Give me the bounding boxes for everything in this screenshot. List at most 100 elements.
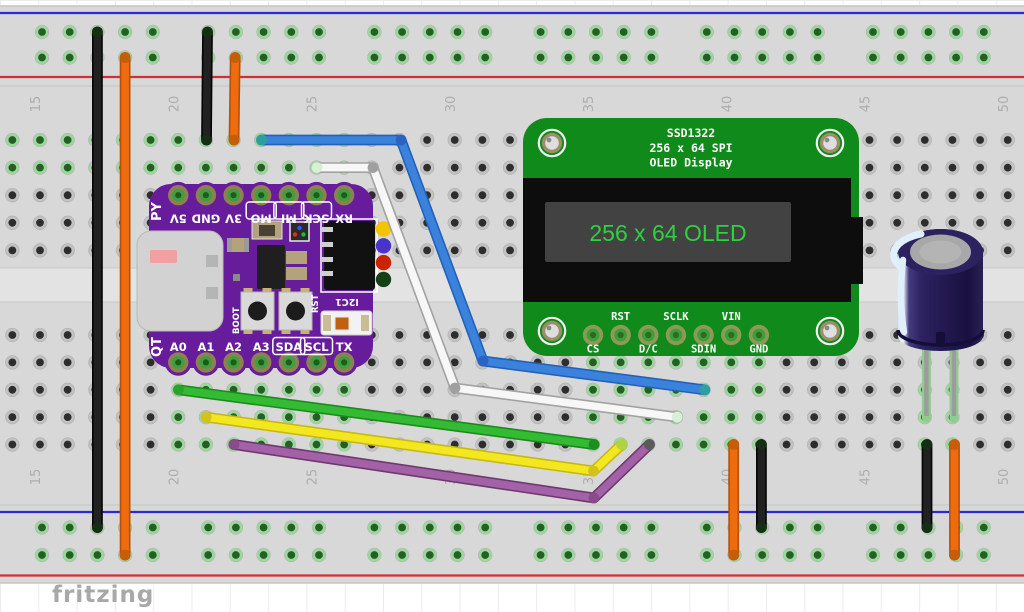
power-rail-hole <box>949 25 963 39</box>
wire-gnd-to-rail[interactable] <box>756 439 767 533</box>
breadboard-hole <box>893 163 902 172</box>
breadboard-hole <box>865 191 874 200</box>
power-rail-hole <box>395 50 409 64</box>
qtpy-pin-label: 5V <box>170 212 187 226</box>
wire-core <box>230 53 239 144</box>
wire-endpoint <box>644 439 655 450</box>
oled-pin-label: GND <box>749 344 768 356</box>
breadboard-hole <box>697 437 711 451</box>
wire-3v-jumper[interactable] <box>228 52 241 146</box>
breadboard-hole <box>63 440 72 449</box>
wire-sck-to-sclk[interactable] <box>311 162 683 423</box>
status-led-die <box>334 316 350 331</box>
wire-mosi-to-sdin[interactable] <box>256 134 711 396</box>
breadboard-hole <box>8 246 17 255</box>
breadboard-hole <box>450 163 459 172</box>
wire-gnd-jumper[interactable] <box>201 26 213 146</box>
breadboard-hole <box>586 383 600 397</box>
boot-button[interactable] <box>240 288 275 334</box>
oled-pin-label: CS <box>587 344 600 356</box>
wire-cap-neg-rail[interactable] <box>921 439 933 533</box>
power-rail-hole <box>423 548 437 562</box>
inductor-core <box>259 225 275 236</box>
pin-pad <box>672 331 680 339</box>
column-label: 50 <box>997 96 1012 113</box>
pin-pad <box>589 331 597 339</box>
wire-endpoint <box>311 162 323 174</box>
breadboard-hole <box>63 385 72 394</box>
stemma-qt-outline <box>320 218 378 293</box>
breadboard-hole <box>893 136 902 144</box>
power-rail-hole <box>146 548 160 562</box>
wire-a1-to-rst[interactable] <box>200 411 628 477</box>
breadboard-hole <box>450 191 459 200</box>
power-rail-hole <box>257 25 271 39</box>
usb-c-slot <box>206 255 218 267</box>
qtpy-pin-label: SCK <box>303 212 330 226</box>
breadboard-hole <box>810 440 819 449</box>
breadboard-hole <box>865 218 874 227</box>
rst-label: RST <box>311 294 321 313</box>
power-rail-hole <box>367 50 381 64</box>
power-rail-hole <box>35 50 49 64</box>
breadboard-hole <box>36 413 44 421</box>
power-rail-hole <box>90 548 104 562</box>
status-led-end <box>323 315 331 331</box>
breadboard-hole <box>146 413 155 421</box>
breadboard-hole <box>865 136 874 144</box>
oled-pin-label: RST <box>611 311 630 323</box>
breadboard-hole <box>669 355 683 369</box>
power-rail-hole <box>312 25 326 39</box>
power-rail-hole <box>63 50 77 64</box>
usb-c-pin <box>150 250 177 263</box>
breadboard-hole <box>752 410 766 424</box>
breadboard-hole <box>171 161 185 175</box>
power-rail-hole <box>257 520 271 534</box>
mounting-screw <box>823 324 837 338</box>
breadboard-hole <box>282 410 296 424</box>
power-rail-hole <box>312 548 326 562</box>
column-label: 25 <box>306 96 321 113</box>
mounting-screw <box>537 128 567 158</box>
power-rail-hole <box>589 520 603 534</box>
breadboard-hole <box>395 191 404 200</box>
pin-pad <box>285 359 292 366</box>
qtpy-pin-label: A2 <box>225 340 242 354</box>
breadboard-hole <box>586 355 600 369</box>
breadboard-hole <box>724 383 738 397</box>
breadboard-hole <box>752 383 766 397</box>
reset-button[interactable] <box>278 288 313 334</box>
electrolytic-capacitor[interactable] <box>890 229 985 423</box>
breadboard-hole <box>976 191 984 200</box>
rgb-led-red-dot <box>292 232 298 237</box>
breadboard-hole <box>506 440 514 449</box>
breadboard-hole <box>586 410 600 424</box>
power-rail-hole <box>450 548 464 562</box>
breadboard-hole <box>395 385 404 394</box>
wire-a2-to-dc[interactable] <box>228 439 655 504</box>
power-rail-hole <box>811 25 825 39</box>
power-rail-hole <box>561 520 575 534</box>
qtpy-pin-label: A3 <box>253 340 270 354</box>
wire-rail-orange-left[interactable] <box>119 52 131 561</box>
wire-vin-to-rail[interactable] <box>728 439 740 561</box>
power-rail-hole <box>921 548 935 562</box>
breadboard-hole <box>697 410 711 424</box>
breadboard-hole <box>561 413 570 421</box>
oled-display-board[interactable]: 256 x 64 OLED SSD1322 256 x 64 SPI OLED … <box>523 118 863 356</box>
power-rail-hole <box>423 25 437 39</box>
rgb-led-blue-dot <box>297 225 302 231</box>
wire-cap-pos-rail[interactable] <box>949 439 960 561</box>
wire-a0-to-cs[interactable] <box>173 384 600 450</box>
breadboard-hole <box>450 358 459 367</box>
breadboard-hole <box>724 355 738 369</box>
power-rail-hole <box>395 548 409 562</box>
power-rail-hole <box>700 50 714 64</box>
wire-rail-black-left[interactable] <box>92 26 103 533</box>
power-rail-hole <box>921 50 935 64</box>
stemma-dot <box>375 254 392 271</box>
power-rail-hole <box>312 520 326 534</box>
power-rail-hole <box>367 520 381 534</box>
resistor-end <box>244 238 249 252</box>
